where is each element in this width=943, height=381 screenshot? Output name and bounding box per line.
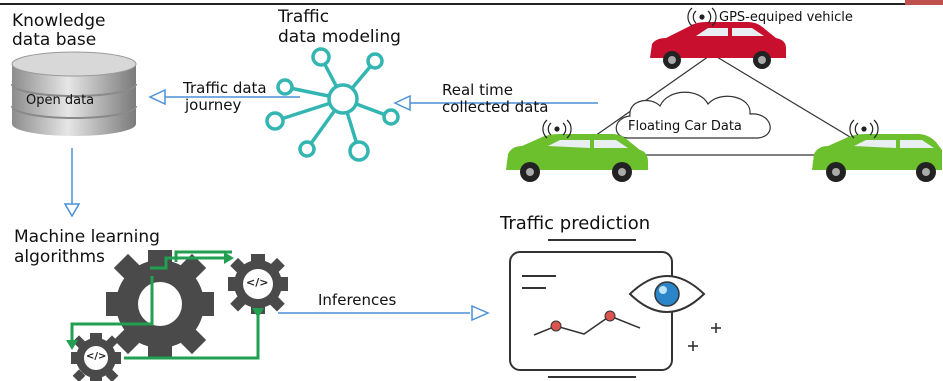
modeling-label-line2: data modeling xyxy=(278,27,401,47)
signal-icon-gps xyxy=(687,7,717,27)
arrowhead-inferences xyxy=(471,304,490,322)
code-symbol-bottom: </> xyxy=(86,351,107,362)
database-icon xyxy=(11,51,137,136)
code-symbol-top: </> xyxy=(246,276,269,289)
gear-icon-large xyxy=(106,250,214,358)
arrowhead-journey xyxy=(148,88,166,106)
signal-icon-left xyxy=(542,119,572,139)
ml-label-line2: algorithms xyxy=(14,247,105,267)
signal-icon-right xyxy=(849,119,879,139)
knowledge-label-line1: Knowledge xyxy=(12,11,106,31)
arrowhead-down xyxy=(63,203,81,218)
inferences-label: Inferences xyxy=(318,291,397,309)
plus-icons xyxy=(688,323,721,351)
network-node-icon xyxy=(265,47,400,162)
arrowhead-realtime xyxy=(393,94,411,112)
cloud-icon xyxy=(615,91,771,139)
journey-label-line2: journey xyxy=(185,96,242,114)
knowledge-label-line2: data base xyxy=(12,30,97,50)
car-icon-green-right xyxy=(812,134,942,182)
top-accent-bar xyxy=(905,0,943,5)
prediction-label: Traffic prediction xyxy=(500,213,651,234)
open-data-label: Open data xyxy=(26,93,95,108)
car-icon-green-left xyxy=(506,134,648,182)
ml-label-line1: Machine learning xyxy=(14,227,160,247)
journey-label-line1: Traffic data xyxy=(183,79,267,97)
gps-label: GPS-equiped vehicle xyxy=(719,10,853,25)
realtime-label-line1: Real time xyxy=(442,81,513,99)
eye-icon xyxy=(628,275,706,313)
realtime-label-line2: collected data xyxy=(442,98,549,116)
top-rule xyxy=(0,3,910,5)
modeling-label-line1: Traffic xyxy=(278,7,330,27)
car-icon-red xyxy=(650,22,786,69)
fcd-label: Floating Car Data xyxy=(628,119,742,134)
